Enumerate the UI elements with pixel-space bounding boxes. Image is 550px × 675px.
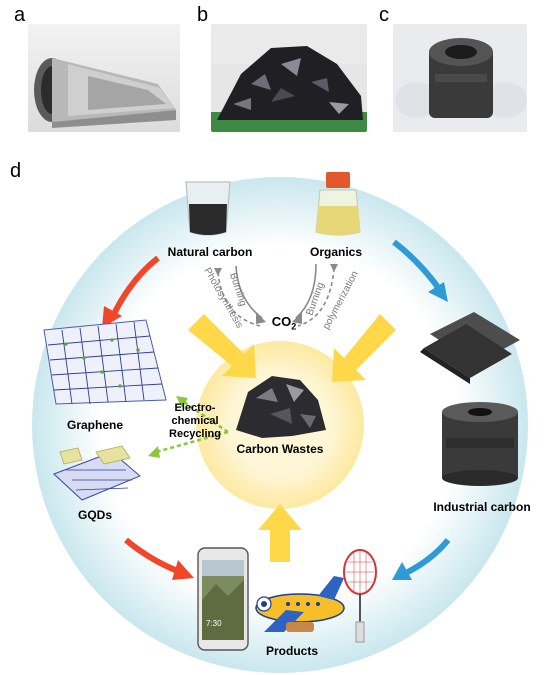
panel-letter-d: d xyxy=(10,160,22,182)
smartphone-icon xyxy=(197,547,249,651)
panel-letter-a: a xyxy=(14,4,26,26)
yellow-arrow-bottom xyxy=(258,504,302,562)
label-industrial-carbon: Industrial carbon xyxy=(433,500,531,514)
photo-waste-pile xyxy=(211,24,367,132)
label-natural-carbon: Natural carbon xyxy=(167,245,253,259)
green-recycling-arrows xyxy=(155,400,229,454)
phone-time: 7:30 xyxy=(206,619,222,628)
label-graphene: Graphene xyxy=(66,418,123,432)
panel-letter-b: b xyxy=(197,4,209,26)
recycling-line-3: Recycling xyxy=(169,428,221,440)
label-electrochemical-recycling: Electro- chemical Recycling xyxy=(160,402,230,441)
label-organics: Organics xyxy=(309,245,363,259)
carbon-sheet-icon xyxy=(420,312,520,384)
bottle-icon xyxy=(315,172,361,236)
airplane-icon xyxy=(255,576,345,632)
blue-arrows xyxy=(392,239,451,580)
recycling-line-2: chemical xyxy=(171,415,219,427)
label-co2: CO2 xyxy=(264,314,304,332)
red-arrows xyxy=(102,255,194,580)
carbon-cycle-diagram: 7:30 Burning Photosynthesis Burning poly… xyxy=(32,172,528,673)
yellow-arrow-right xyxy=(332,314,396,382)
carbon-waste-pile-icon xyxy=(236,376,326,438)
photo-carbon-cylinder xyxy=(393,24,527,132)
carbon-roll-illustration xyxy=(34,58,176,128)
graphene-lattice-icon xyxy=(43,319,167,405)
graphite-cylinder-icon xyxy=(442,402,518,486)
label-gqds: GQDs xyxy=(77,508,112,522)
recycling-line-1: Electro- xyxy=(174,402,216,414)
yellow-arrows xyxy=(188,314,396,562)
beaker-icon xyxy=(185,181,231,236)
badminton-racket-icon xyxy=(343,549,377,643)
co2-arrows xyxy=(217,263,335,327)
label-products: Products xyxy=(265,644,318,658)
yellow-arrow-left xyxy=(188,314,256,378)
panel-letter-c: c xyxy=(379,4,389,26)
label-carbon-wastes: Carbon Wastes xyxy=(236,442,324,456)
gqd-lattice-icon xyxy=(53,445,141,501)
co2-subscript: 2 xyxy=(291,321,297,332)
photo-carbon-roll xyxy=(28,24,180,132)
carbon-cylinder-illustration xyxy=(393,24,527,132)
co2-base: CO xyxy=(271,314,292,329)
waste-pile-illustration xyxy=(211,24,367,132)
